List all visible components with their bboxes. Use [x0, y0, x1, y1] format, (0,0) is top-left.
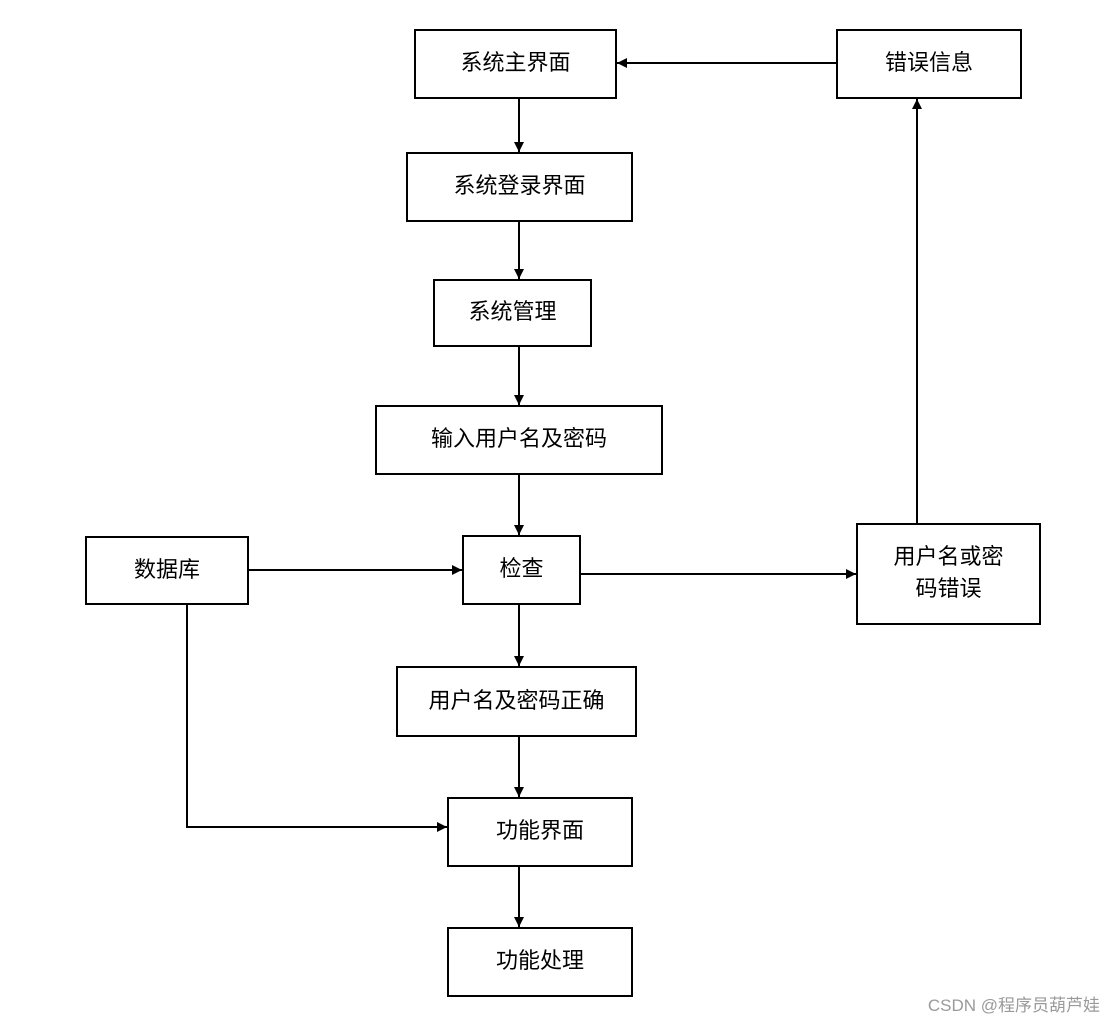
node-login-interface: 系统登录界面 [406, 152, 633, 222]
node-credentials-wrong-line1: 用户名或密 [893, 545, 1004, 571]
node-check: 检查 [462, 535, 581, 605]
node-check-label: 检查 [499, 557, 544, 583]
node-login-interface-label: 系统登录界面 [453, 174, 586, 200]
node-function-processing-label: 功能处理 [495, 949, 584, 975]
node-database-label: 数据库 [133, 557, 200, 583]
node-credentials-correct-label: 用户名及密码正确 [428, 688, 605, 714]
node-system-management: 系统管理 [433, 279, 592, 347]
watermark: CSDN @程序员葫芦娃 [927, 996, 1100, 1015]
node-credentials-correct: 用户名及密码正确 [396, 666, 637, 737]
node-error-info: 错误信息 [836, 29, 1022, 99]
node-function-processing: 功能处理 [447, 927, 633, 997]
node-database: 数据库 [85, 536, 249, 605]
node-function-interface: 功能界面 [447, 797, 633, 867]
node-error-info-label: 错误信息 [884, 51, 973, 77]
node-main-interface-label: 系统主界面 [460, 51, 571, 77]
node-credentials-wrong: 用户名或密 码错误 [856, 523, 1041, 625]
node-main-interface: 系统主界面 [414, 29, 617, 99]
edge-database-to-function-ui [186, 604, 447, 832]
node-function-interface-label: 功能界面 [495, 819, 584, 845]
node-system-management-label: 系统管理 [468, 300, 557, 326]
node-input-credentials-label: 输入用户名及密码 [430, 427, 607, 453]
node-credentials-wrong-line2: 码错误 [915, 577, 982, 602]
node-input-credentials: 输入用户名及密码 [375, 405, 663, 475]
